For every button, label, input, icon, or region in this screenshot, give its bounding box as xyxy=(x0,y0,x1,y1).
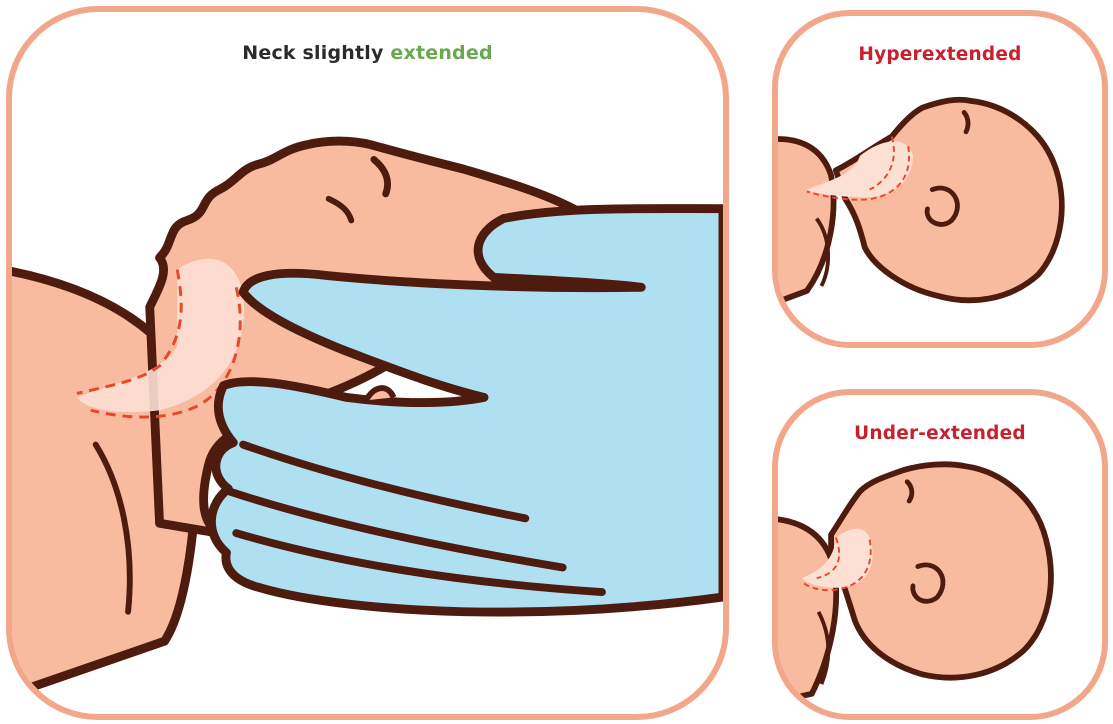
panel-neck-slightly-extended: Neck slightly extended xyxy=(6,6,729,720)
infant-head xyxy=(836,100,1062,300)
panel-hyperextended: Hyperextended xyxy=(772,10,1108,348)
panel-title-hyperextended: Hyperextended xyxy=(778,44,1102,65)
infant-body xyxy=(778,518,836,703)
infant-head-tilt-illustration xyxy=(12,12,723,714)
title-emphasis: extended xyxy=(390,42,492,64)
panel-title-under-extended: Under-extended xyxy=(778,423,1102,444)
title-lead: Neck slightly xyxy=(242,42,383,64)
panel-title-main: Neck slightly extended xyxy=(12,42,723,64)
panel-under-extended: Under-extended xyxy=(772,389,1108,720)
